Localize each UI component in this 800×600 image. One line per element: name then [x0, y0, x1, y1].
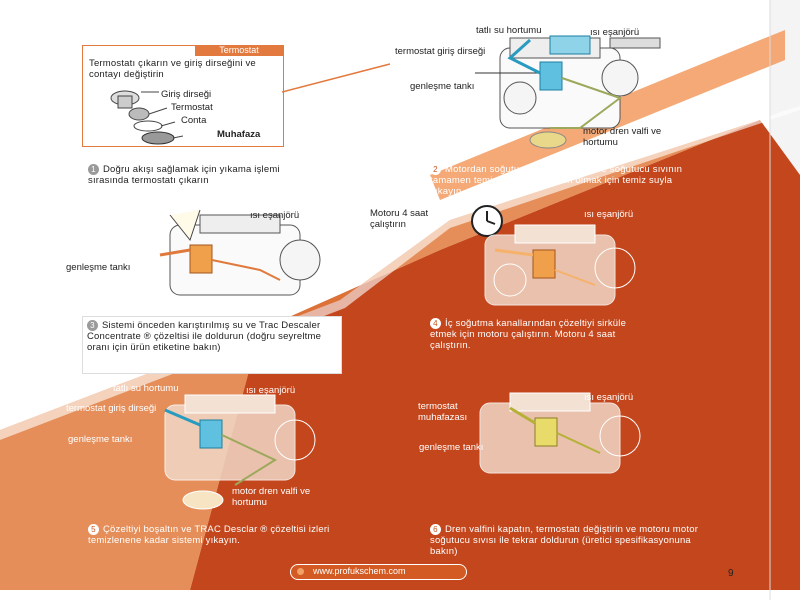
step-4-number: 4: [430, 318, 441, 329]
step-2-text: Motordan soğutucu sıvıyı boşaltın ve soğ…: [430, 164, 683, 197]
d6-label-heat-exchanger: ısı eşanjörü: [584, 392, 634, 403]
engine-diagram-5: [164, 394, 316, 510]
step-5-text: Çözeltiyi boşaltın ve TRAC Desclar ® çöz…: [88, 524, 330, 546]
thermostat-connector-line: [282, 63, 391, 93]
d3-label-expansion-tank: genleşme tankı: [66, 262, 131, 273]
step-6-text: Dren valfini kapatın, termostatı değişti…: [430, 524, 699, 557]
d2-label-drain-valve: motor dren valfi ve hortumu: [583, 126, 662, 148]
thermostat-box: Termostat Termostatı çıkarın ve giriş di…: [82, 45, 284, 147]
footer-url-pill[interactable]: www.profukschem.com: [290, 564, 467, 580]
d4-label-run-engine: Motoru 4 saat çalıştırın: [370, 208, 429, 230]
step-1-text: Doğru akışı sağlamak için yıkama işlemi …: [88, 164, 280, 186]
step-1-number: 1: [88, 164, 99, 175]
footer-url[interactable]: www.profukschem.com: [313, 566, 406, 576]
d5-label-drain-valve: motor dren valfi ve hortumu: [232, 486, 311, 508]
engine-diagram-2: [475, 35, 661, 149]
d5-label-thermostat-elbow: termostat giriş dirseği: [66, 403, 157, 414]
d2-label-expansion-tank: genleşme tankı: [410, 81, 475, 92]
d6-label-thermostat-housing: termostat muhafazası: [418, 401, 468, 423]
footer-url-dot: [297, 568, 304, 575]
thermostat-tab: Termostat: [195, 45, 283, 56]
part-label-thermostat: Termostat: [171, 102, 213, 113]
engine-diagram-6: [479, 392, 641, 474]
step-4-text: İç soğutma kanallarından çözeltiyi sirkü…: [430, 318, 627, 351]
d3-label-heat-exchanger: ısı eşanjörü: [250, 210, 300, 221]
d4-label-heat-exchanger: ısı eşanjörü: [584, 209, 634, 220]
thermostat-parts-icon: [110, 90, 183, 145]
part-label-gasket: Conta: [181, 115, 207, 126]
engine-diagram-3: [159, 209, 321, 296]
d5-label-expansion-tank: genleşme tankı: [68, 434, 133, 445]
clock-icon: [471, 205, 503, 237]
thermostat-box-title: Termostatı çıkarın ve giriş dirseğini ve…: [89, 58, 256, 80]
d5-label-freshwater-hose: tatlı su hortumu: [113, 383, 179, 394]
part-label-inlet-elbow: Giriş dirseği: [161, 89, 212, 100]
engine-diagram-4: [484, 224, 636, 306]
step-2-number: 2: [430, 164, 441, 175]
step-6-number: 6: [430, 524, 441, 535]
d2-label-thermostat-elbow: termostat giriş dirseği: [395, 46, 486, 57]
d2-label-freshwater-hose: tatlı su hortumu: [476, 25, 542, 36]
step-3-text: Sistemi önceden karıştırılmış su ve Trac…: [87, 320, 322, 353]
step-3-number: 3: [87, 320, 98, 331]
page-number: 9: [728, 568, 734, 579]
step-5-number: 5: [88, 524, 99, 535]
d6-label-expansion-tank: genleşme tankı: [419, 442, 484, 453]
d2-label-heat-exchanger: ısı eşanjörü: [590, 27, 640, 38]
d5-label-heat-exchanger: ısı eşanjörü: [246, 385, 296, 396]
part-label-housing: Muhafaza: [217, 129, 261, 140]
